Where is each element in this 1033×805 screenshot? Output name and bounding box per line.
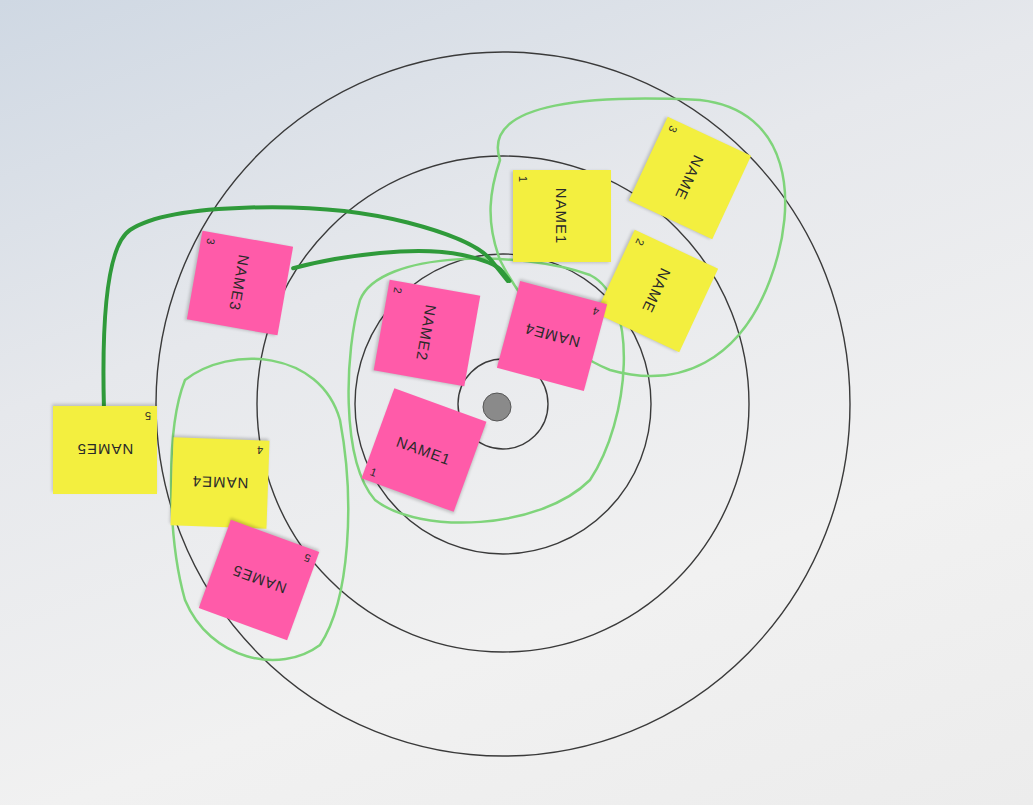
person-name: NAME [639,266,674,316]
tie-line [103,207,507,406]
rank-number: 4 [591,305,600,318]
sticky-note: NAME3 3 [187,231,293,336]
rank-number: 5 [145,410,151,422]
rank-number: 4 [257,444,264,456]
middle-ring [257,156,749,652]
sticky-note: NAME 3 [629,117,751,239]
rank-number: 2 [392,286,405,294]
person-name: NAME4 [191,474,248,493]
rank-number: 1 [369,465,379,478]
rank-number: 5 [302,552,312,565]
rank-number: 1 [517,176,529,182]
sticky-note: NAME1 1 [362,388,487,512]
rank-number: 2 [633,237,646,248]
person-name: NAME1 [554,188,571,245]
outer-ring [156,52,850,756]
sticky-note: NAME 2 [596,230,718,352]
person-name: NAME2 [414,304,441,363]
person-name: NAME5 [229,562,288,597]
sticky-note: NAME5 5 [53,406,157,494]
person-name: NAME3 [227,254,254,313]
sticky-note: NAME4 4 [170,437,269,528]
sticky-note: NAME2 2 [374,280,481,387]
sticky-note: NAME5 5 [199,520,319,640]
group-loop [491,99,786,376]
person-name: NAME1 [394,432,453,467]
rank-number: 3 [666,124,679,135]
group-loop [349,259,624,523]
group-loop [171,359,348,660]
sticky-note: NAME1 1 [513,170,611,262]
person-name: NAME5 [77,442,134,459]
sticky-note: NAME4 4 [497,281,607,391]
tie-line [293,251,509,281]
rank-number: 3 [204,237,217,245]
person-name: NAME4 [522,320,581,351]
person-name: NAME [672,153,707,203]
center-dot [483,393,511,421]
